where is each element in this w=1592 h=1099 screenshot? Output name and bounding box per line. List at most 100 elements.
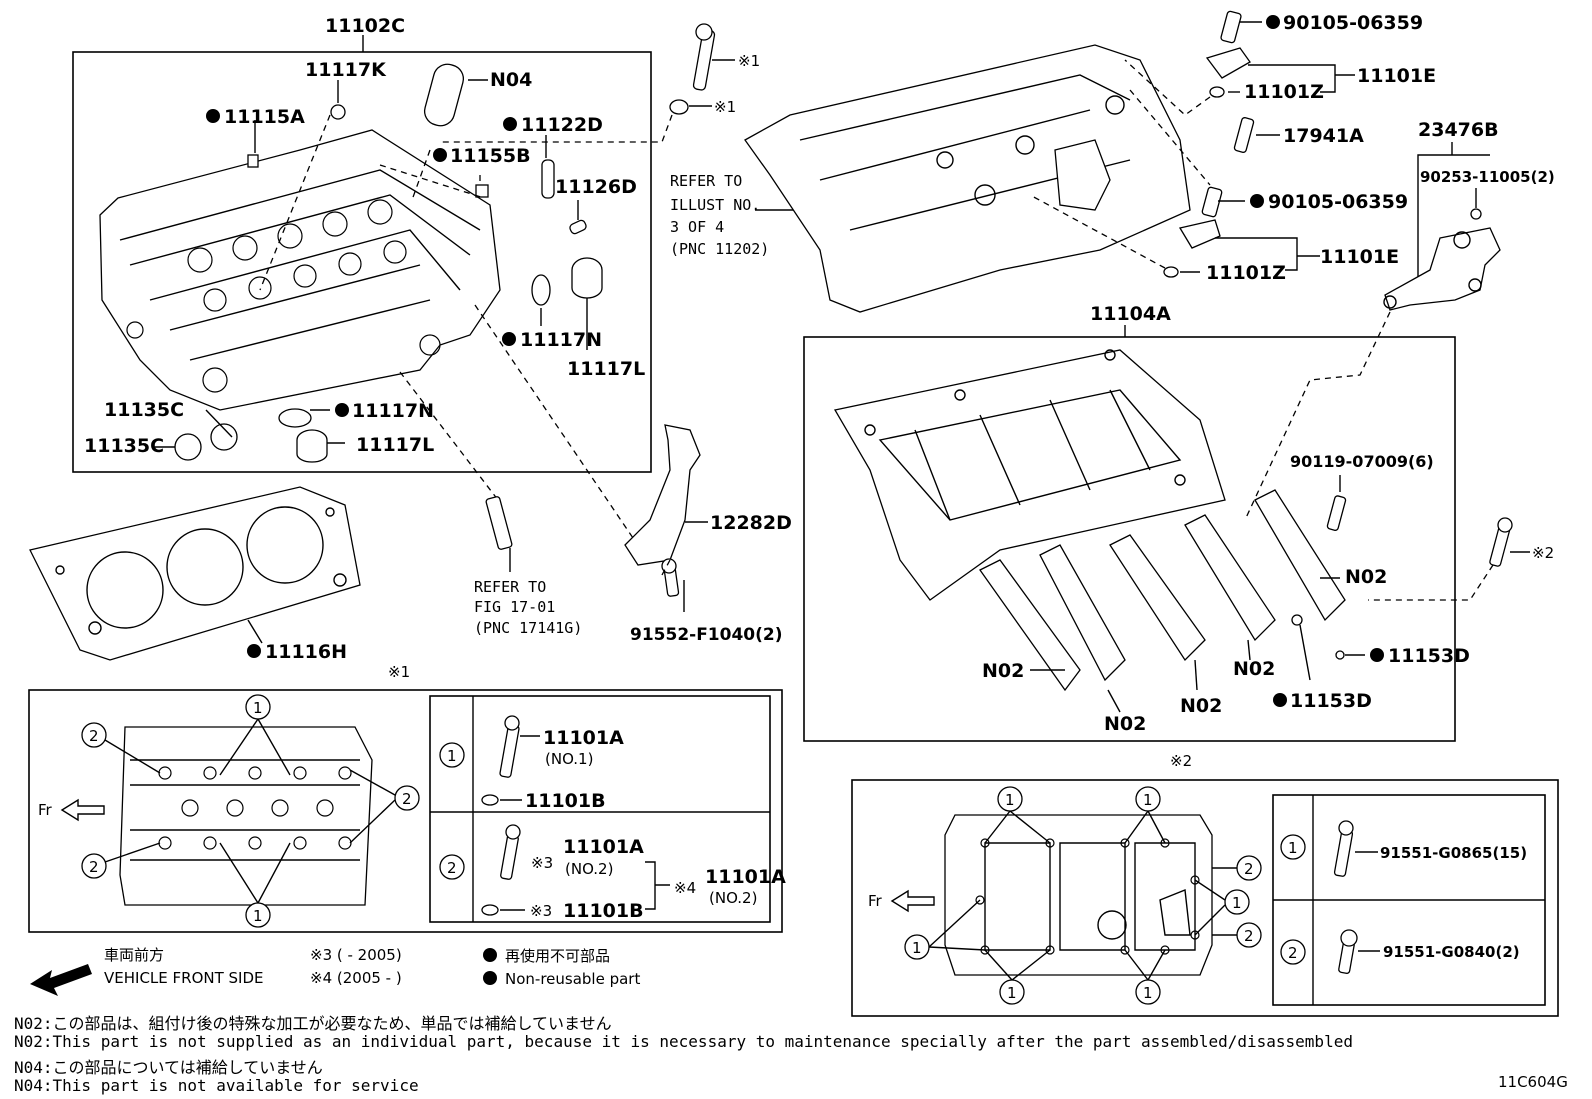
t2-row2-bolt[interactable]: 91551-G0840(2)	[1383, 943, 1520, 961]
label-11101E-a[interactable]: 11101E	[1357, 65, 1436, 87]
t1-row2-mark3b: ※3	[530, 902, 552, 920]
svg-text:1: 1	[912, 939, 922, 957]
svg-text:2: 2	[1244, 860, 1254, 878]
bearing-carrier-illustration	[833, 349, 1226, 601]
callout-2-bottom: 2	[1212, 922, 1262, 948]
label-17941A[interactable]: 17941A	[1283, 125, 1364, 147]
callout-1-bottom: 1	[219, 842, 291, 928]
carrier-bottom-view-illustration	[944, 814, 1213, 976]
legend-en-front: VEHICLE FRONT SIDE	[104, 969, 264, 987]
label-11117N-a[interactable]: 11117N	[520, 329, 602, 351]
label-90105-06359-b[interactable]: 90105-06359	[1268, 191, 1408, 213]
label-11135C-a[interactable]: 11135C	[104, 399, 184, 421]
fr-arrow-a	[60, 798, 105, 822]
svg-text:1: 1	[1288, 839, 1298, 857]
label-11115A[interactable]: 11115A	[224, 106, 305, 128]
label-11155B[interactable]: 11155B	[450, 145, 531, 167]
head-gasket-illustration	[29, 486, 361, 661]
refer-fig-line3: (PNC 17141G)	[474, 619, 582, 637]
label-11135C-b[interactable]: 11135C	[84, 435, 164, 457]
label-90105-06359-a[interactable]: 90105-06359	[1283, 12, 1423, 34]
label-N02-c[interactable]: N02	[1180, 695, 1222, 717]
svg-text:1: 1	[1232, 894, 1242, 912]
svg-text:1: 1	[253, 907, 263, 925]
carrier-group-frame	[803, 336, 1456, 742]
refer-illust-line3: 3 OF 4	[670, 218, 724, 236]
svg-text:1: 1	[253, 699, 263, 717]
t1-row1-sub: (NO.1)	[545, 750, 593, 768]
t1-row2-part[interactable]: 11101A	[563, 836, 644, 858]
label-N02-e[interactable]: N02	[1345, 566, 1387, 588]
vehicle-front-arrow	[30, 964, 92, 996]
label-11153D-a[interactable]: 11153D	[1388, 645, 1470, 667]
t1-row2-alt-sub: (NO.2)	[709, 889, 757, 907]
mark2-bolt: ※2	[1532, 544, 1554, 562]
label-11104A[interactable]: 11104A	[1090, 303, 1171, 325]
mark2-detail-frame	[851, 779, 1559, 1017]
label-90119-07009[interactable]: 90119-07009(6)	[1290, 452, 1434, 471]
callout-1-top: 1	[219, 694, 291, 776]
callout-2-right: 2	[349, 769, 420, 844]
label-11153D-b[interactable]: 11153D	[1290, 690, 1372, 712]
callout-1-right: 1	[1194, 879, 1250, 936]
svg-text:1: 1	[1005, 791, 1015, 809]
legend-en-nonreuse: Non-reusable part	[505, 970, 640, 988]
callout-2-top: 2	[1212, 855, 1262, 881]
svg-text:1: 1	[1007, 984, 1017, 1002]
note-n04-en: N04:This part is not available for servi…	[14, 1076, 419, 1095]
t1-row1-washer[interactable]: 11101B	[525, 790, 606, 812]
t1-row2-sub: (NO.2)	[565, 860, 613, 878]
callout-1-bottom-left: 1	[984, 949, 1051, 1005]
bolt-table-1	[429, 695, 771, 923]
label-11126D[interactable]: 11126D	[555, 176, 637, 198]
figure-code: 11C604G	[1498, 1073, 1568, 1091]
head-top-view-illustration	[119, 726, 373, 906]
label-11102C[interactable]: 11102C	[325, 15, 405, 37]
t2-row1-bolt[interactable]: 91551-G0865(15)	[1380, 844, 1527, 862]
label-N02-d[interactable]: N02	[1233, 658, 1275, 680]
cam-housing-illustration	[744, 44, 1191, 313]
label-91552-F1040[interactable]: 91552-F1040(2)	[630, 625, 783, 645]
callout-1-top-left: 1	[984, 786, 1051, 844]
callout-2-topleft: 2	[81, 722, 161, 774]
svg-text:2: 2	[447, 859, 457, 877]
label-11116H[interactable]: 11116H	[265, 641, 347, 663]
refer-illust-line2: ILLUST NO.	[670, 196, 760, 214]
label-N02-a[interactable]: N02	[982, 660, 1024, 682]
label-N02-b[interactable]: N02	[1104, 713, 1146, 735]
svg-text:2: 2	[1288, 944, 1298, 962]
fr-label-b: Fr	[868, 892, 883, 910]
label-11101E-b[interactable]: 11101E	[1320, 246, 1399, 268]
mark1-detail-title: ※1	[388, 663, 410, 681]
svg-text:2: 2	[89, 858, 99, 876]
refer-illust-line4: (PNC 11202)	[670, 240, 769, 258]
label-11117K[interactable]: 11117K	[305, 59, 387, 81]
cylinder-head-illustration	[99, 129, 501, 411]
legend-jp-front: 車両前方	[104, 946, 164, 964]
label-11101Z-a[interactable]: 11101Z	[1244, 81, 1324, 103]
t1-row1-part[interactable]: 11101A	[543, 727, 624, 749]
mark1-detail-frame	[28, 689, 783, 933]
mark1-washer: ※1	[714, 98, 736, 116]
mark2-detail-title: ※2	[1170, 752, 1192, 770]
refer-fig-line2: FIG 17-01	[474, 598, 555, 616]
t1-row2-mark3: ※3	[531, 854, 553, 872]
label-N04[interactable]: N04	[490, 69, 532, 91]
t1-row2-alt-part[interactable]: 11101A	[705, 866, 786, 888]
callout-1-bottom-right: 1	[1124, 949, 1166, 1005]
label-11117L-b[interactable]: 11117L	[356, 434, 434, 456]
label-11117L-a[interactable]: 11117L	[567, 358, 645, 380]
label-23476B[interactable]: 23476B	[1418, 119, 1499, 141]
label-11122D[interactable]: 11122D	[521, 114, 603, 136]
refer-fig-line1: REFER TO	[474, 578, 546, 596]
label-11101Z-b[interactable]: 11101Z	[1206, 262, 1286, 284]
label-11117N-b[interactable]: 11117N	[352, 400, 434, 422]
refer-illust-line1: REFER TO	[670, 172, 742, 190]
t1-row2-washer[interactable]: 11101B	[563, 900, 644, 922]
callout-1-left: 1	[904, 899, 986, 960]
label-12282D[interactable]: 12282D	[710, 512, 792, 534]
label-90253-11005[interactable]: 90253-11005(2)	[1420, 168, 1555, 186]
svg-text:1: 1	[447, 747, 457, 765]
svg-text:2: 2	[1244, 927, 1254, 945]
